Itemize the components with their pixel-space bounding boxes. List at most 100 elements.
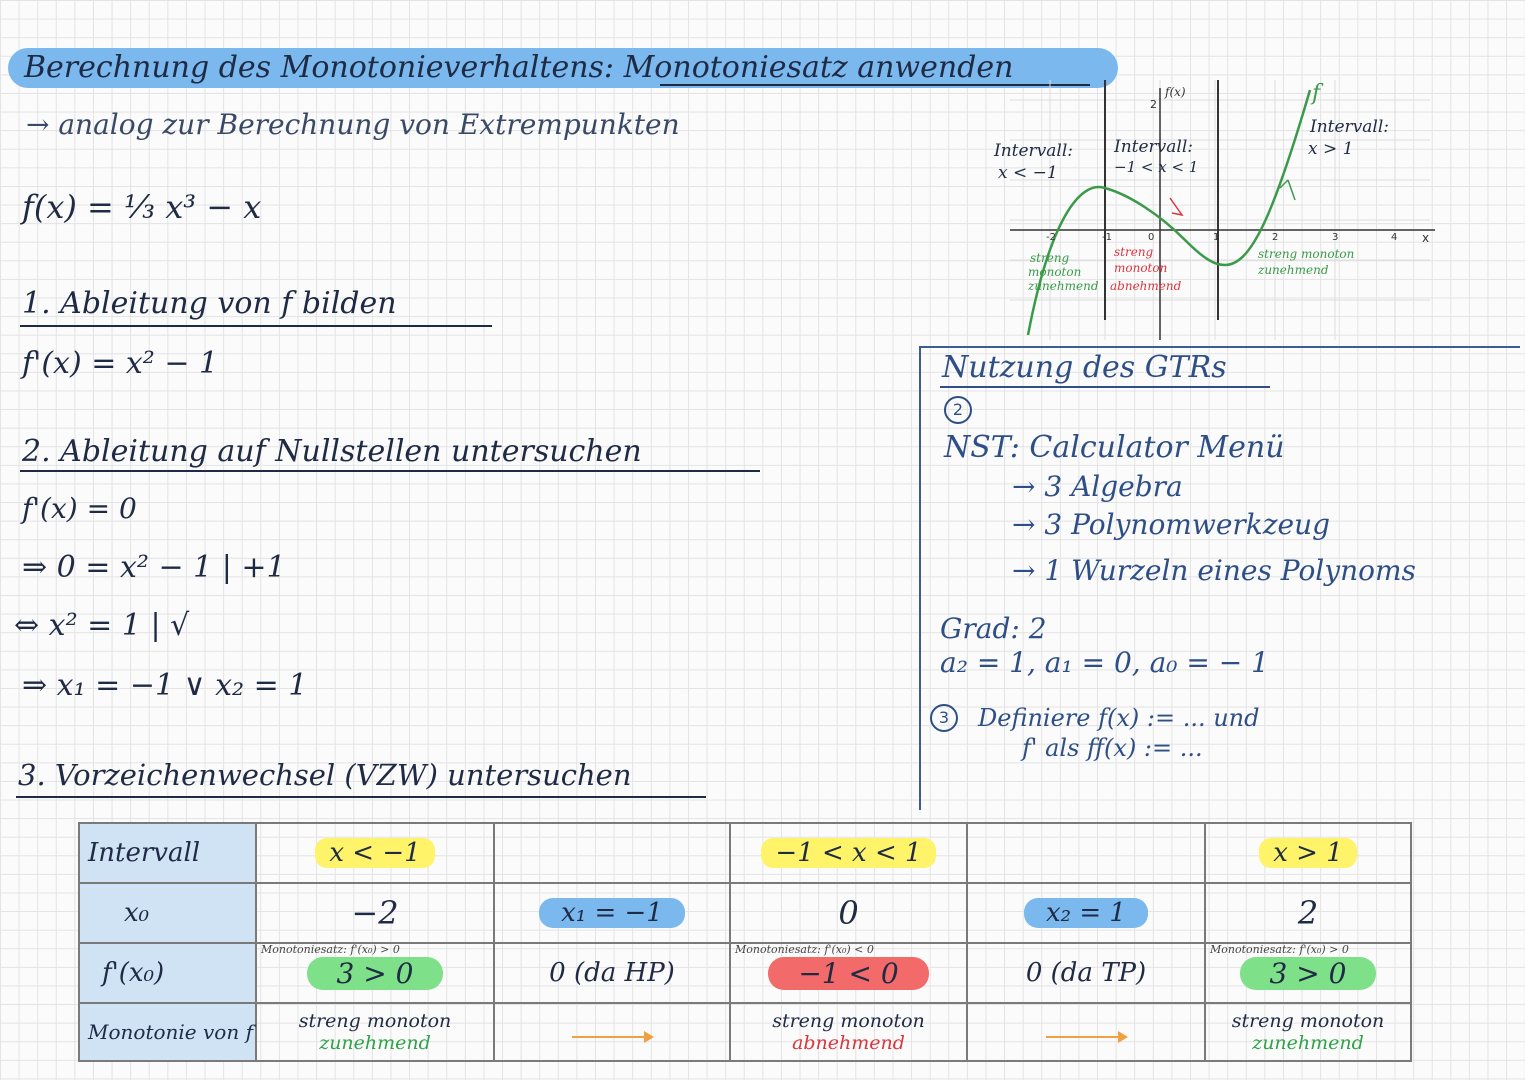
table-row: f'(x₀) Monotoniesatz: f'(x₀) > 0 3 > 0 0… (78, 942, 1412, 1004)
fprime-positive-5: 3 > 0 (1239, 956, 1377, 990)
x-tick-3: 3 (1332, 232, 1338, 243)
cell-x0-1: −2 (255, 882, 495, 944)
y-tick-2: 2 (1150, 98, 1157, 111)
interval2-cond: −1 < x < 1 (1114, 158, 1198, 176)
x-tick-2: 2 (1272, 232, 1278, 243)
step3-heading: 3. Vorzeichenwechsel (VZW) untersuchen (18, 758, 632, 792)
table-row: Monotonie von f streng monoton zunehmend… (78, 1002, 1412, 1062)
row-label-x0: x₀ (78, 882, 257, 944)
left-label-3: zunehmend (1027, 279, 1099, 293)
row-label-monotonie: Monotonie von f (78, 1002, 257, 1062)
cell-fprime-3: Monotoniesatz: f'(x₀) < 0 −1 < 0 (729, 942, 968, 1004)
gtr-menu-2: → 3 Polynomwerkzeug (1012, 508, 1331, 541)
step2-line2: ⇒ 0 = x² − 1 | +1 (22, 550, 286, 585)
cell-mono-4 (966, 1002, 1206, 1062)
gtr-define-2: f' als ff(x) := ... (1022, 734, 1203, 762)
cell-interval-3: −1 < x < 1 (729, 822, 968, 884)
decrease-arrow-icon (1169, 197, 1184, 217)
interval1-title: Intervall: (993, 141, 1073, 161)
step2-line4: ⇒ x₁ = −1 ∨ x₂ = 1 (22, 668, 308, 703)
gtr-nst: NST: Calculator Menü (944, 430, 1285, 465)
monotoniesatz-note-1: Monotoniesatz: f'(x₀) > 0 (261, 943, 400, 956)
x-tick--1: -1 (1102, 232, 1112, 243)
arrow-right-icon (1046, 1030, 1128, 1043)
cell-fprime-4: 0 (da TP) (966, 942, 1206, 1004)
step-number-3: 3 (930, 704, 958, 732)
step2-underline (20, 470, 760, 472)
mono-bottom-3: abnehmend (792, 1032, 905, 1054)
x2-highlight: x₂ = 1 (1024, 898, 1148, 928)
interval-3-highlight: −1 < x < 1 (761, 838, 936, 868)
row-label-interval: Intervall (78, 822, 257, 884)
gtr-menu-3: → 1 Wurzeln eines Polynoms (1012, 554, 1416, 587)
gtr-box-left (919, 346, 921, 810)
mono-bottom-5: zunehmend (1252, 1032, 1364, 1054)
left-label-1: streng (1030, 251, 1070, 265)
monotoniesatz-note-3: Monotoniesatz: f'(x₀) < 0 (735, 943, 874, 956)
cell-mono-1: streng monoton zunehmend (255, 1002, 495, 1062)
interval3-title: Intervall: (1309, 117, 1389, 137)
cell-x0-3: 0 (729, 882, 968, 944)
title-part2: Monotoniesatz anwenden (623, 50, 1014, 85)
left-label-2: monoton (1028, 265, 1081, 279)
step2-line3: ⇔ x² = 1 | √ (14, 608, 190, 643)
gtr-grad: Grad: 2 (940, 612, 1047, 645)
mid-label-3: abnehmend (1110, 279, 1182, 293)
row-label-fprime: f'(x₀) (78, 942, 257, 1004)
cell-interval-2 (493, 822, 731, 884)
sign-change-table: Intervall x < −1 −1 < x < 1 x > 1 x₀ −2 … (78, 822, 1412, 1062)
x-tick-1: 1 (1213, 232, 1219, 243)
x-tick-4: 4 (1391, 232, 1397, 243)
interval-1-highlight: x < −1 (315, 838, 435, 868)
step1-result: f'(x) = x² − 1 (22, 346, 219, 381)
x-axis-label: x (1422, 231, 1429, 245)
gtr-title: Nutzung des GTRs (942, 350, 1227, 385)
cell-interval-1: x < −1 (255, 822, 495, 884)
mid-label-2: monoton (1114, 261, 1167, 275)
arrow-right-icon (572, 1030, 654, 1043)
step1-underline (20, 325, 492, 327)
fprime-positive-1: 3 > 0 (306, 956, 444, 990)
interval2-title: Intervall: (1113, 137, 1193, 157)
step2-heading: 2. Ableitung auf Nullstellen untersuchen (22, 434, 642, 469)
curve-label: f (1310, 81, 1324, 106)
step1-heading: 1. Ableitung von f bilden (22, 286, 397, 321)
table-row: Intervall x < −1 −1 < x < 1 x > 1 (78, 822, 1412, 884)
gtr-define-1: Definiere f(x) := ... und (978, 704, 1260, 732)
x-tick-0: 0 (1148, 232, 1154, 243)
x-tick--2: -2 (1046, 232, 1056, 243)
increase-arrow-icon (1279, 179, 1296, 201)
cell-interval-5: x > 1 (1204, 822, 1412, 884)
cell-x0-2: x₁ = −1 (493, 882, 731, 944)
interval3-cond: x > 1 (1308, 139, 1353, 159)
mid-label-1: streng (1114, 245, 1154, 259)
curve-f (1026, 89, 1312, 336)
mono-top-3: streng monoton (772, 1010, 925, 1032)
step2-line1: f'(x) = 0 (22, 492, 137, 525)
subtitle: → analog zur Berechnung von Extrempunkte… (26, 108, 680, 141)
gtr-box-top (920, 346, 1520, 348)
title-part1: Berechnung des Monotonieverhaltens: (24, 50, 615, 85)
cell-x0-4: x₂ = 1 (966, 882, 1206, 944)
cell-mono-3: streng monoton abnehmend (729, 1002, 968, 1062)
page-title: Berechnung des Monotonieverhaltens: Mono… (24, 50, 1013, 85)
cell-fprime-2: 0 (da HP) (493, 942, 731, 1004)
cell-fprime-1: Monotoniesatz: f'(x₀) > 0 3 > 0 (255, 942, 495, 1004)
cell-interval-4 (966, 822, 1206, 884)
cell-mono-5: streng monoton zunehmend (1204, 1002, 1412, 1062)
cell-x0-5: 2 (1204, 882, 1412, 944)
interval-5-highlight: x > 1 (1259, 838, 1357, 868)
mono-bottom-1: zunehmend (319, 1032, 431, 1054)
right-label-2: zunehmend (1257, 263, 1329, 277)
function-graph: 2 f(x) x -2 -1 0 1 2 3 4 f Intervall: x … (993, 80, 1435, 340)
right-label-1: streng monoton (1258, 247, 1354, 261)
step3-underline (16, 796, 706, 798)
cell-fprime-5: Monotoniesatz: f'(x₀) > 0 3 > 0 (1204, 942, 1412, 1004)
gtr-coefficients: a₂ = 1, a₁ = 0, a₀ = − 1 (940, 646, 1269, 679)
step-number-2: 2 (944, 396, 972, 424)
title-highlight (8, 48, 1118, 88)
fprime-negative: −1 < 0 (768, 956, 929, 990)
mono-top-5: streng monoton (1231, 1010, 1385, 1032)
mono-top-1: streng monoton (298, 1010, 452, 1032)
table-row: x₀ −2 x₁ = −1 0 x₂ = 1 2 (78, 882, 1412, 944)
